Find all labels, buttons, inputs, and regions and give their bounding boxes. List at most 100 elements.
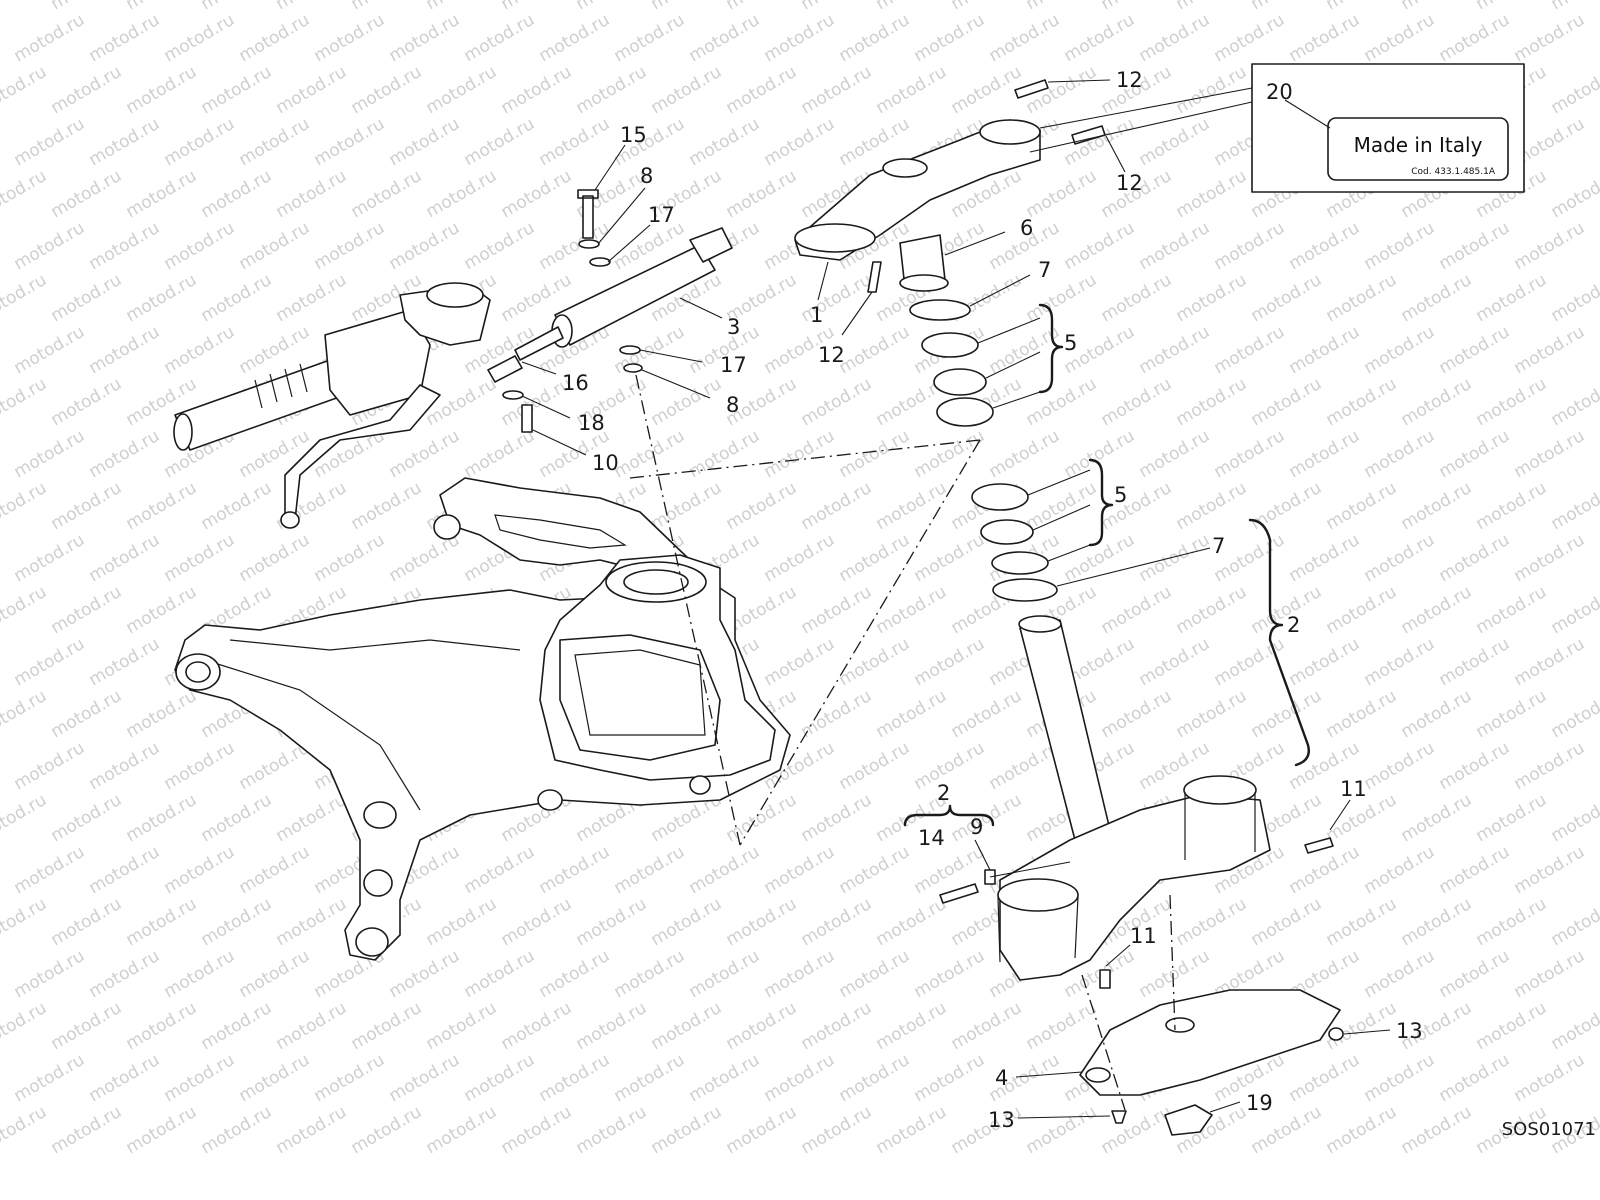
watermark-text: motod.ru — [1173, 374, 1251, 430]
callout-13-right: 13 — [1396, 1019, 1423, 1043]
washer-18 — [502, 390, 524, 400]
watermark-text: motod.ru — [573, 998, 651, 1054]
watermark-text: motod.ru — [1286, 530, 1364, 586]
watermark-text: motod.ru — [986, 10, 1064, 66]
leader-17b — [639, 349, 703, 363]
handlebar-assembly — [173, 282, 491, 529]
watermark-text: motod.ru — [1248, 894, 1326, 950]
watermark-text: motod.ru — [0, 0, 50, 14]
watermark-text: motod.ru — [1286, 426, 1364, 482]
watermark-text: motod.ru — [1323, 582, 1401, 638]
watermark-text: motod.ru — [86, 322, 164, 378]
watermark-text: motod.ru — [1211, 322, 1289, 378]
assembly-line-frame — [629, 439, 981, 479]
leader-18 — [521, 395, 571, 419]
watermark-text: motod.ru — [1361, 946, 1439, 1002]
watermark-text: motod.ru — [1248, 0, 1326, 14]
watermark-text: motod.ru — [1361, 738, 1439, 794]
watermark-text: motod.ru — [1511, 842, 1589, 898]
watermark-text: motod.ru — [236, 946, 314, 1002]
leader-20 — [1284, 99, 1331, 129]
watermark-text: motod.ru — [1061, 426, 1139, 482]
label-decal-text: Made in Italy — [1354, 133, 1483, 157]
watermark-text: motod.ru — [873, 998, 951, 1054]
watermark-text: motod.ru — [1548, 270, 1600, 326]
watermark-text: motod.ru — [1361, 218, 1439, 274]
watermark-text: motod.ru — [836, 946, 914, 1002]
shield-hole-a — [1165, 1017, 1195, 1033]
watermark-text: motod.ru — [1398, 582, 1476, 638]
watermark-text: motod.ru — [1436, 10, 1514, 66]
watermark-text: motod.ru — [198, 62, 276, 118]
watermark-text: motod.ru — [236, 1050, 314, 1106]
watermark-text: motod.ru — [0, 166, 50, 222]
watermark-text: motod.ru — [798, 62, 876, 118]
watermark-text: motod.ru — [498, 998, 576, 1054]
watermark-text: motod.ru — [1173, 478, 1251, 534]
shield-4 — [1079, 989, 1341, 1096]
watermark-text: motod.ru — [123, 686, 201, 742]
watermark-text: motod.ru — [348, 478, 426, 534]
watermark-text: motod.ru — [1473, 0, 1551, 14]
watermark-text: motod.ru — [1098, 270, 1176, 326]
watermark-text: motod.ru — [161, 218, 239, 274]
watermark-text: motod.ru — [1436, 946, 1514, 1002]
watermark-text: motod.ru — [1436, 738, 1514, 794]
watermark-text: motod.ru — [761, 10, 839, 66]
watermark-text: motod.ru — [761, 426, 839, 482]
callout-17-bottom: 17 — [720, 353, 747, 377]
watermark-text: motod.ru — [48, 62, 126, 118]
watermark-text: motod.ru — [498, 0, 576, 14]
handlebar-end — [173, 413, 193, 451]
watermark-text: motod.ru — [1023, 1102, 1101, 1158]
callout-11-lower: 11 — [1130, 924, 1157, 948]
watermark-text: motod.ru — [86, 738, 164, 794]
watermark-text: motod.ru — [1361, 426, 1439, 482]
leader-5b-3 — [1047, 544, 1091, 562]
watermark-text: motod.ru — [236, 10, 314, 66]
watermark-text: motod.ru — [836, 842, 914, 898]
watermark-text: motod.ru — [536, 1050, 614, 1106]
watermark-text: motod.ru — [123, 166, 201, 222]
top-yoke-center — [882, 158, 928, 178]
callout-12-lower: 12 — [818, 343, 845, 367]
watermark-text: motod.ru — [1323, 894, 1401, 950]
frame-foot-lug — [355, 927, 389, 957]
watermark-text: motod.ru — [761, 634, 839, 690]
lower-shield-group — [1079, 989, 1344, 1136]
watermark-text: motod.ru — [1211, 218, 1289, 274]
watermark-text: motod.ru — [48, 998, 126, 1054]
watermark-text: motod.ru — [1323, 686, 1401, 742]
watermark-text: motod.ru — [123, 894, 201, 950]
watermark-text: motod.ru — [161, 114, 239, 170]
callout-17-top: 17 — [648, 203, 675, 227]
watermark-text: motod.ru — [536, 10, 614, 66]
watermark-text: motod.ru — [648, 998, 726, 1054]
watermark-text: motod.ru — [86, 1050, 164, 1106]
assembly-line-damper — [635, 374, 741, 846]
watermark-text: motod.ru — [1061, 218, 1139, 274]
watermark-text: motod.ru — [686, 10, 764, 66]
watermark-text: motod.ru — [911, 634, 989, 690]
frame-lower-lug — [537, 789, 563, 811]
watermark-text: motod.ru — [11, 1050, 89, 1106]
watermark-text: motod.ru — [1136, 530, 1214, 586]
leader-11a — [1329, 799, 1351, 831]
leader-13a — [1343, 1029, 1391, 1035]
brace-5-lower — [1088, 458, 1114, 547]
callout-12-right: 12 — [1116, 171, 1143, 195]
callout-8-bottom: 8 — [726, 393, 739, 417]
group-braces — [903, 303, 1310, 827]
watermark-text: motod.ru — [1436, 426, 1514, 482]
watermark-text: motod.ru — [611, 842, 689, 898]
watermark-text: motod.ru — [0, 270, 50, 326]
watermark-text: motod.ru — [1548, 166, 1600, 222]
bearing-race-lower-top — [971, 483, 1029, 511]
watermark-text: motod.ru — [461, 218, 539, 274]
watermark-text: motod.ru — [1436, 634, 1514, 690]
watermark-text: motod.ru — [273, 270, 351, 326]
leader-5a-2 — [985, 351, 1041, 379]
watermark-text: motod.ru — [386, 114, 464, 170]
watermark-text: motod.ru — [1473, 790, 1551, 846]
leader-9-pin — [989, 861, 1071, 878]
